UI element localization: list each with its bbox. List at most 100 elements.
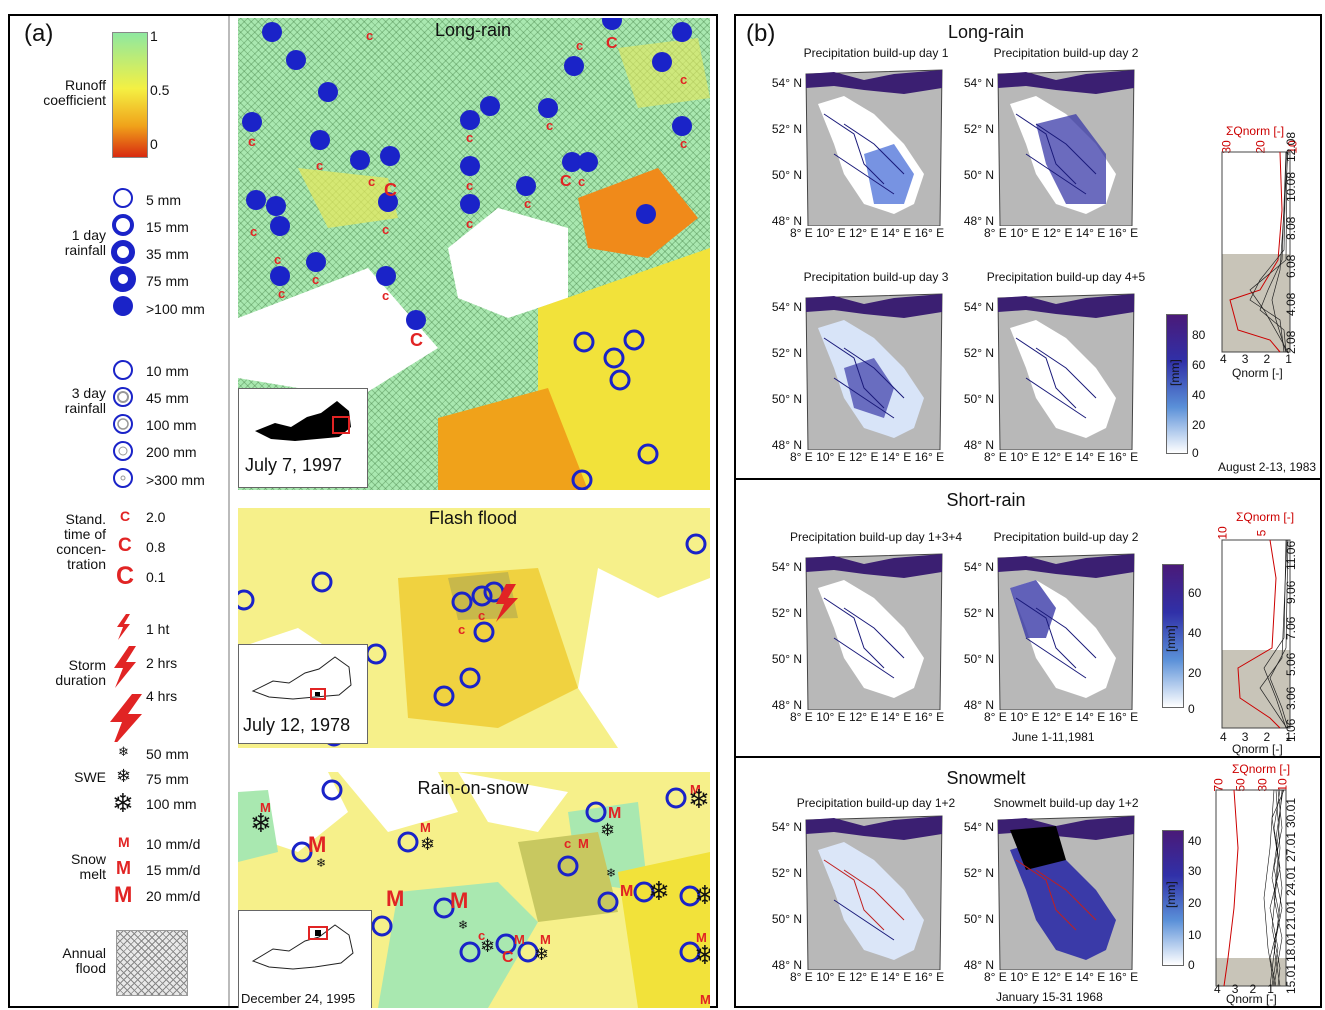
lon-3: 8° E 10° E 12° E 14° E 16° E [790, 450, 945, 464]
tick: 4 [1214, 982, 1221, 996]
snowmelt-label: Snow melt [70, 851, 106, 882]
hydrograph-2 [1221, 539, 1291, 729]
tick: 2 [1249, 982, 1257, 996]
basin-map-8 [997, 815, 1135, 970]
panel-a-tag: (a) [24, 20, 54, 47]
colorbar-3-unit: [mm] [1164, 881, 1178, 908]
lat-52-8: 52° N [963, 866, 994, 880]
colorbar-2-unit: [mm] [1164, 625, 1178, 652]
lat-48-5: 48° N [771, 698, 802, 712]
basin-map-2 [997, 69, 1135, 226]
svg-text:M: M [450, 888, 468, 913]
section-snowmelt-date: January 15-31 1968 [996, 990, 1103, 1004]
section-divider [736, 478, 1320, 480]
svg-text:M: M [260, 800, 271, 815]
hydrograph-3 [1215, 789, 1287, 987]
panel-b-tag: (b) [746, 20, 776, 47]
map-title-8: Snowmelt build-up day 1+2 [993, 796, 1139, 810]
tick: 4 [1220, 352, 1227, 366]
basin-map-7 [805, 815, 943, 970]
snowflake-icon: ❄ [316, 856, 327, 870]
lat-48-3: 48° N [771, 438, 802, 452]
rain3-item-4: 200 mm [146, 444, 197, 460]
snowflake-icon-medium: ❄ [116, 766, 132, 786]
tick: 3 [1241, 730, 1249, 744]
lat-54-1: 54° N [771, 76, 802, 90]
section-short-rain-date: June 1-11,1981 [1012, 730, 1095, 744]
annual-flood-label: Annual flood [62, 945, 106, 976]
tick: 2 [1263, 352, 1271, 366]
lon-1: 8° E 10° E 12° E 14° E 16° E [790, 226, 945, 240]
lat-52-6: 52° N [963, 606, 994, 620]
tick: 1 [1267, 982, 1274, 996]
rain3-symbols [113, 360, 133, 488]
snowmelt-symbol-large: M [114, 882, 133, 907]
lat-48-6: 48° N [963, 698, 994, 712]
map-flash-flood-title: Flash flood [428, 508, 518, 528]
basin-map-5 [805, 553, 943, 710]
svg-text:c: c [466, 178, 473, 193]
hydro-2-bottom-label: Qnorm [-] [1232, 742, 1283, 756]
svg-text:C: C [502, 949, 514, 966]
svg-text:c: c [312, 272, 319, 287]
lat-54-6: 54° N [963, 560, 994, 574]
legend-separator [228, 16, 230, 1006]
snowflake-icon: ❄ [600, 820, 616, 840]
colorbar-1-tick-1: 60 [1192, 358, 1206, 372]
hydro-2-date-2: 7.06 [1284, 616, 1298, 640]
swe-item-1: 50 mm [146, 746, 189, 762]
tick: 3 [1231, 982, 1239, 996]
lat-48-4: 48° N [963, 438, 994, 452]
svg-text:C: C [410, 330, 423, 350]
snowflake-icon: ❄ [694, 880, 710, 910]
colorbar-3 [1162, 830, 1184, 966]
map-rain-on-snow-date: December 24, 1995 [241, 991, 356, 1006]
svg-text:M: M [700, 992, 710, 1007]
svg-text:c: c [578, 174, 585, 189]
svg-text:c: c [458, 622, 465, 637]
colorbar-1-tick-4: 0 [1192, 446, 1199, 460]
map-long-rain-inset: July 7, 1997 [238, 388, 368, 488]
svg-text:M: M [608, 805, 621, 822]
runoff-label: Runoff coefficient [43, 77, 106, 108]
lat-48-7: 48° N [771, 958, 802, 972]
section-snowmelt-title: Snowmelt [946, 768, 1026, 788]
svg-text:M: M [690, 782, 701, 797]
map-long-rain-title: Long-rain [434, 20, 512, 40]
lat-52-3: 52° N [771, 346, 802, 360]
svg-text:c: c [576, 38, 583, 53]
svg-text:c: c [478, 928, 485, 943]
storm-item-1: 1 ht [146, 621, 170, 637]
hydro-2-date-3: 5.06 [1284, 652, 1298, 676]
snowflake-icon: ❄ [458, 918, 469, 932]
snowmelt-item-1: 10 mm/d [146, 836, 201, 852]
hydro-3-bottom-label: Qnorm [-] [1226, 992, 1277, 1006]
storm-label: Storm duration [55, 657, 106, 688]
hydro-1-bottom-label: Qnorm [-] [1232, 366, 1283, 380]
annual-flood-swatch [116, 930, 188, 996]
svg-text:M: M [540, 932, 551, 947]
colorbar-3-tick-4: 0 [1188, 958, 1195, 972]
snowmelt-item-3: 20 mm/d [146, 888, 201, 904]
section-short-rain-title: Short-rain [946, 490, 1026, 510]
rain1-symbols [110, 188, 136, 316]
map-title-5: Precipitation build-up day 1+3+4 [789, 530, 963, 544]
lat-52-2: 52° N [963, 122, 994, 136]
rain1-item-5: >100 mm [146, 301, 205, 317]
tick: 4 [1220, 730, 1227, 744]
hydro-1-date-3: 6.08 [1284, 254, 1298, 278]
svg-text:c: c [680, 136, 687, 151]
svg-text:M: M [514, 932, 525, 947]
snowmelt-symbol-small: M [118, 834, 130, 850]
rain3-item-2: 45 mm [146, 390, 189, 406]
lat-52-1: 52° N [771, 122, 802, 136]
snowflake-icon-large: ❄ [112, 788, 134, 818]
lat-52-5: 52° N [771, 606, 802, 620]
hydro-1-date-0: 12.08 [1284, 131, 1298, 162]
svg-text:c: c [248, 133, 256, 149]
snowflake-icon-small: ❄ [118, 744, 129, 759]
